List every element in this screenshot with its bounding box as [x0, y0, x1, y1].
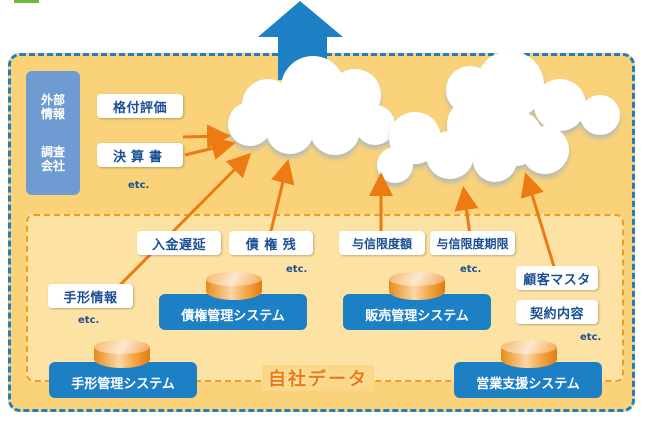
arrow-tegata — [118, 152, 252, 287]
database-icon — [389, 272, 445, 300]
system-bill-management: 手形管理システム — [49, 362, 197, 398]
external-info-label: 外部 情報 — [40, 93, 65, 121]
label-credit-limit-period: 与信限度期限 — [430, 231, 515, 255]
database-icon — [94, 340, 150, 368]
etc-external: etc. — [128, 180, 150, 191]
internal-data-title: 自社データ — [262, 365, 374, 391]
label-bill-info: 手形情報 — [48, 284, 133, 308]
etc-sales: etc. — [460, 264, 482, 275]
system-sales-support: 営業支援システム — [454, 362, 602, 398]
system-sales-management: 販売管理システム — [343, 294, 491, 330]
green-marker — [14, 0, 39, 3]
arrow-kakuzuke — [182, 124, 231, 149]
arrow-kessan — [184, 136, 236, 160]
database-icon — [206, 272, 262, 300]
arrow-saiken — [268, 159, 295, 236]
research-company-label: 調査 会社 — [40, 145, 65, 173]
label-financial-statements: 決算書 — [97, 143, 183, 167]
arrow-gendokigen — [454, 186, 479, 236]
label-receivable-balance: 債 権 残 — [229, 231, 313, 255]
cloud-left-icon — [228, 56, 395, 155]
label-credit-limit: 与信限度額 — [339, 231, 425, 255]
label-customer-master: 顧客マスタ — [516, 266, 598, 290]
etc-bills: etc. — [78, 315, 100, 326]
etc-crm: etc. — [580, 332, 602, 343]
external-info-box: 外部 情報 調査 会社 — [26, 71, 80, 195]
etc-receivables: etc. — [286, 264, 308, 275]
database-icon — [501, 340, 557, 368]
arrow-kokyaku — [520, 172, 557, 271]
label-credit-rating: 格付評価 — [97, 94, 183, 118]
cloud-right-icon — [377, 51, 620, 183]
system-receivables-management: 債権管理システム — [159, 294, 307, 330]
label-payment-delay: 入金遅延 — [137, 231, 221, 255]
label-contract-details: 契約内容 — [516, 300, 598, 324]
